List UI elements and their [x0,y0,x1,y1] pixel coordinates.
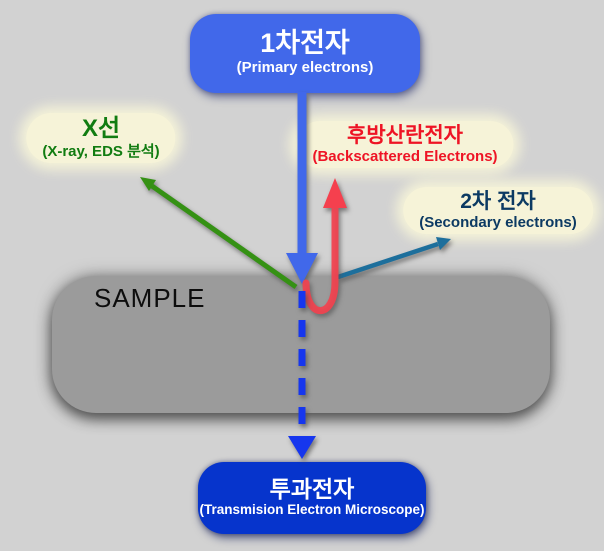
xray-label-subtitle: (X-ray, EDS 분석) [42,142,160,160]
transmitted-electrons-subtitle: (Transmision Electron Microscope) [199,502,425,518]
transmitted-electrons-box: 투과전자 (Transmision Electron Microscope) [198,462,426,534]
secondary-label-subtitle: (Secondary electrons) [419,213,577,231]
xray-label: X선 (X-ray, EDS 분석) [26,113,176,164]
xray-arrowhead [140,177,156,191]
secondary-electrons-arrowhead [436,237,451,250]
xray-label-title: X선 [81,115,121,142]
secondary-label-title: 2차 전자 [460,190,536,213]
backscattered-arrowhead [323,178,347,208]
transmitted-beam-arrowhead [288,436,316,459]
transmitted-electrons-title: 투과전자 [269,475,355,502]
primary-electrons-title: 1차전자 [260,28,350,59]
xray-arrow [140,177,298,290]
secondary-electrons-arrow [337,237,451,280]
primary-electrons-box: 1차전자 (Primary electrons) [190,14,420,93]
backscattered-label-title: 후방산란전자 [347,124,463,147]
xray-arrow-stem [150,183,298,290]
sample-box: SAMPLE [52,276,550,413]
secondary-label: 2차 전자 (Secondary electrons) [403,187,593,234]
backscattered-label-subtitle: (Backscattered Electrons) [312,147,498,165]
backscattered-label: 후방산란전자 (Backscattered Electrons) [296,121,514,168]
secondary-electrons-stem [337,241,439,280]
primary-electrons-subtitle: (Primary electrons) [236,58,374,76]
sample-label: SAMPLE [94,283,206,313]
